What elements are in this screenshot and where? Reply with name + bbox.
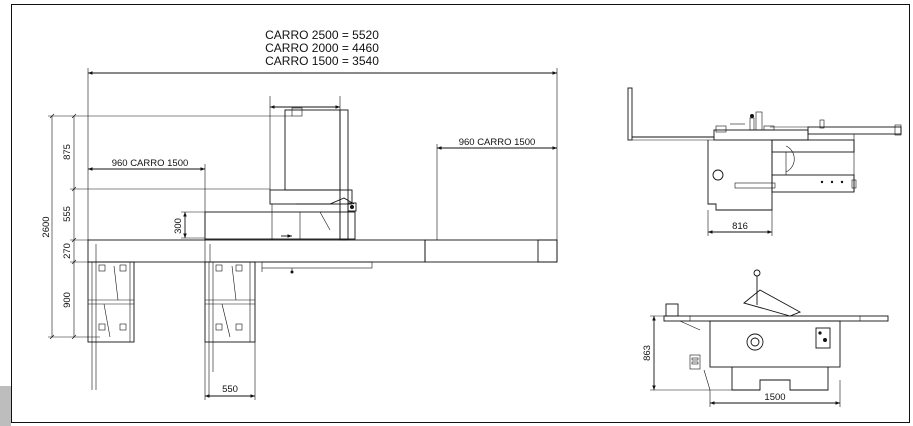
carriage-length-2000: CARRO 2000 = 4460 <box>265 41 379 55</box>
front-width-label: 1500 <box>764 392 785 403</box>
carriage-length-2500: CARRO 2500 = 5520 <box>265 28 379 42</box>
height-900-label: 900 <box>62 292 73 308</box>
height-555-label: 555 <box>62 206 73 222</box>
carriage-length-1500: CARRO 1500 = 3540 <box>265 54 379 68</box>
height-total-label: 2600 <box>41 216 52 237</box>
side-view: 816 <box>627 87 902 236</box>
side-tab <box>0 386 11 426</box>
left-extension-frame <box>87 261 135 390</box>
dim-550-label: 550 <box>222 384 238 395</box>
dim-960-right-label: 960 CARRO 1500 <box>459 137 536 148</box>
height-270-label: 270 <box>62 243 73 259</box>
side-width-label: 816 <box>732 221 748 232</box>
right-extension-frame <box>204 261 256 396</box>
height-875-label: 875 <box>62 144 73 160</box>
front-height-label: 863 <box>642 345 653 361</box>
drawing-sheet <box>11 4 910 423</box>
dim-960-left-label: 960 CARRO 1500 <box>112 158 189 169</box>
carriage-lengths: CARRO 2500 = 5520 CARRO 2000 = 4460 CARR… <box>265 28 379 68</box>
dim-300-label: 300 <box>173 218 184 234</box>
front-view: 863 1500 <box>642 269 889 407</box>
plan-view: 2600 875 555 270 900 960 CARRO 1500 960 … <box>41 68 558 400</box>
